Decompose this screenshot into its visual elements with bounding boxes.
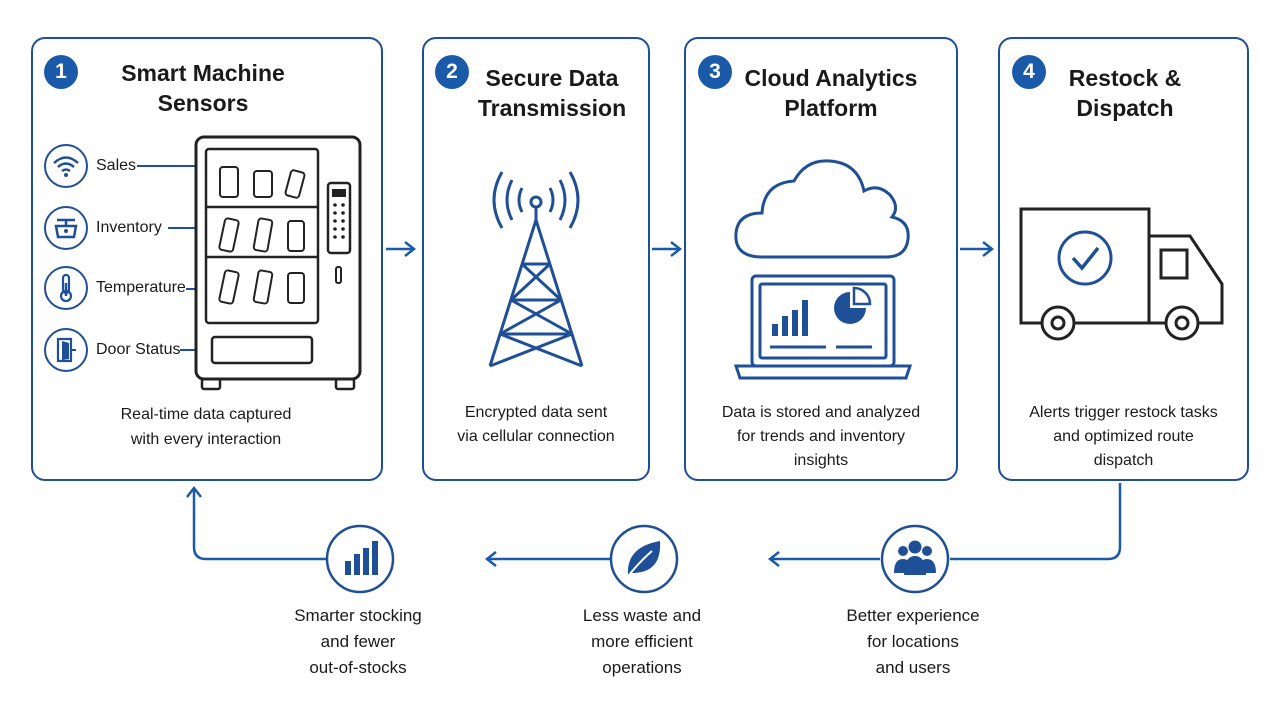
people-icon xyxy=(880,524,950,594)
step-4-description: Alerts trigger restock tasks and optimiz… xyxy=(1004,401,1243,473)
step-2-description: Encrypted data sent via cellular connect… xyxy=(428,401,644,449)
step-1-desc-line2: with every interaction xyxy=(130,431,282,448)
step-4-title: Restock & Dispatch xyxy=(1050,63,1200,123)
step-4-badge: 4 xyxy=(1012,55,1046,89)
step-3-title-line2: Platform xyxy=(784,95,878,121)
vending-machine-illustration xyxy=(194,135,362,391)
sensor-label-door-status: Door Status xyxy=(96,341,181,358)
step-2-title: Secure Data Transmission xyxy=(470,63,634,123)
scale-icon xyxy=(44,206,88,250)
wifi-icon xyxy=(44,144,88,188)
outcome-2-line2: more efficient xyxy=(591,632,693,651)
step-3-desc-line2: for trends and inventory xyxy=(736,428,906,445)
step-3-desc-line3: insights xyxy=(793,452,849,469)
outcome-label-waste: Less waste and more efficient operations xyxy=(542,603,742,681)
step-2-desc-line1: Encrypted data sent xyxy=(464,404,608,421)
outcome-label-experience: Better experience for locations and user… xyxy=(808,603,1018,681)
door-icon xyxy=(44,328,88,372)
step-1-title-line1: Smart Machine xyxy=(121,60,285,86)
cloud-icon xyxy=(734,159,910,259)
laptop-analytics-icon xyxy=(733,274,913,380)
sensor-label-sales: Sales xyxy=(96,157,137,174)
outcome-2-line1: Less waste and xyxy=(582,606,702,625)
outcome-label-stocking: Smarter stocking and fewer out-of-stocks xyxy=(258,603,458,681)
step-2-desc-line2: via cellular connection xyxy=(457,428,615,445)
step-card-transmission xyxy=(422,37,650,481)
step-1-description: Real-time data captured with every inter… xyxy=(40,402,372,452)
step-4-desc-line2: and optimized route xyxy=(1053,428,1194,445)
step-4-title-line2: Dispatch xyxy=(1076,95,1174,121)
bar-chart-icon xyxy=(325,524,395,594)
outcome-1-line2: and fewer xyxy=(320,632,396,651)
step-3-badge: 3 xyxy=(698,55,732,89)
step-4-desc-line3: dispatch xyxy=(1093,452,1154,469)
sensor-label-temperature: Temperature xyxy=(96,279,186,296)
step-1-title-line2: Sensors xyxy=(157,90,249,116)
outcome-3-line2: for locations xyxy=(867,632,959,651)
step-4-desc-line1: Alerts trigger restock tasks xyxy=(1029,404,1218,421)
step-card-dispatch xyxy=(998,37,1249,481)
sensor-label-inventory: Inventory xyxy=(96,219,162,236)
step-2-badge: 2 xyxy=(435,55,469,89)
step-3-title-line1: Cloud Analytics xyxy=(744,65,918,91)
step-3-title: Cloud Analytics Platform xyxy=(736,63,926,123)
step-2-title-line1: Secure Data xyxy=(485,65,619,91)
cell-tower-icon xyxy=(488,171,584,368)
step-1-title: Smart Machine Sensors xyxy=(88,58,318,118)
step-card-analytics xyxy=(684,37,958,481)
outcome-1-line1: Smarter stocking xyxy=(294,606,422,625)
step-3-description: Data is stored and analyzed for trends a… xyxy=(690,401,952,473)
step-4-title-line1: Restock & xyxy=(1068,65,1182,91)
outcome-2-line3: operations xyxy=(602,658,682,677)
outcome-3-line3: and users xyxy=(875,658,951,677)
truck-icon xyxy=(1019,207,1224,341)
outcome-3-line1: Better experience xyxy=(846,606,980,625)
thermometer-icon xyxy=(44,266,88,310)
step-1-desc-line1: Real-time data captured xyxy=(120,406,292,423)
outcome-1-line3: out-of-stocks xyxy=(309,658,407,677)
step-1-badge: 1 xyxy=(44,55,78,89)
step-3-desc-line1: Data is stored and analyzed xyxy=(721,404,921,421)
step-2-title-line2: Transmission xyxy=(477,95,627,121)
leaf-icon xyxy=(609,524,679,594)
